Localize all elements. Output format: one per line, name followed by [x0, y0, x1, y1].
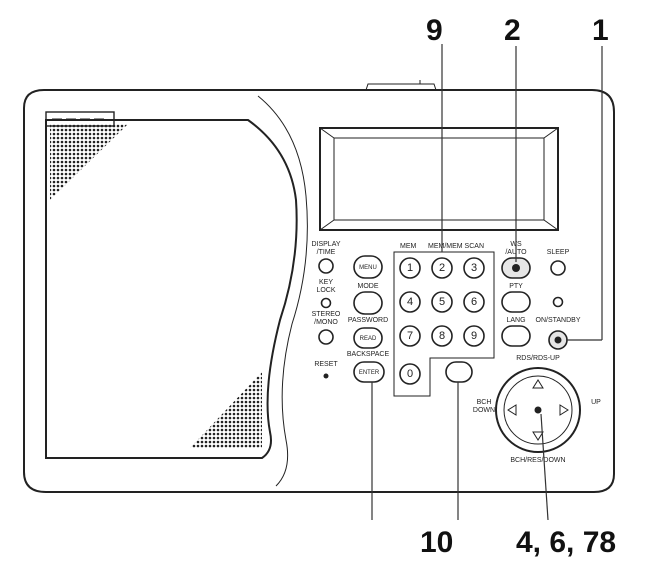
display-time-button[interactable] [318, 258, 334, 274]
callout-10: 10 [420, 526, 453, 559]
label-mode: MODE [358, 283, 379, 290]
menu-button-label: MENU [359, 265, 377, 271]
label-password: PASSWORD [348, 317, 388, 324]
speaker-grille-bottom [190, 372, 262, 448]
label-key: KEY [319, 279, 333, 286]
lang-button[interactable] [501, 325, 531, 347]
key-5-label: 5 [439, 296, 445, 308]
key-6[interactable] [463, 291, 485, 313]
enter-button-label: ENTER [359, 370, 380, 376]
on-standby-dot [554, 336, 562, 344]
dial-center-dot[interactable] [534, 406, 542, 414]
key-2-label: 2 [439, 262, 445, 274]
key-3[interactable] [463, 257, 485, 279]
label-dial-bottom: BCH/RES/DOWN [510, 457, 565, 464]
label-mem-scan: MEM/MEM SCAN [428, 243, 484, 250]
dial-left-arrow-icon[interactable] [507, 404, 517, 416]
dial-down-arrow-icon[interactable] [532, 431, 544, 441]
enter-button[interactable] [353, 361, 385, 383]
key-1[interactable] [399, 257, 421, 279]
callout-1: 1 [592, 14, 609, 47]
dial-up-arrow-icon[interactable] [532, 379, 544, 389]
stereo-mono-button[interactable] [318, 329, 334, 345]
label-pty: PTY [509, 283, 523, 290]
key-9-label: 9 [471, 330, 477, 342]
lcd-display [319, 127, 559, 231]
dial-right-arrow-icon[interactable] [559, 404, 569, 416]
reset-hole[interactable] [323, 373, 329, 379]
sleep-button[interactable] [550, 260, 566, 276]
key-4-label: 4 [407, 296, 413, 308]
key-7-label: 7 [407, 330, 413, 342]
label-time: /TIME [317, 249, 336, 256]
label-display: DISPLAY [311, 241, 340, 248]
read-button-label: READ [360, 336, 377, 342]
label-sleep: SLEEP [547, 249, 570, 256]
key-0[interactable] [399, 363, 421, 385]
ws-auto-indicator [512, 264, 520, 272]
label-down: DOWN [473, 407, 495, 414]
radio-body [23, 80, 615, 493]
label-lang: LANG [506, 317, 525, 324]
label-mem: MEM [400, 243, 417, 250]
numeric-keypad: 1 2 3 4 5 6 7 8 9 0 [399, 257, 485, 385]
label-rds: RDS/RDS-UP [516, 355, 560, 362]
speaker-grille-top [50, 124, 128, 200]
callout-4-6-78: 4, 6, 78 [516, 526, 616, 559]
label-stereo: STEREO [312, 311, 341, 318]
label-on-standby: ON/STANDBY [536, 317, 581, 324]
label-lock: LOCK [316, 287, 335, 294]
tuning-dial[interactable] [495, 367, 581, 453]
key-8-label: 8 [439, 330, 445, 342]
key-5[interactable] [431, 291, 453, 313]
key-7[interactable] [399, 325, 421, 347]
key-0-label: 0 [407, 368, 413, 380]
standby-indicator [552, 296, 564, 308]
label-reset: RESET [314, 361, 338, 368]
key-4[interactable] [399, 291, 421, 313]
key-6-label: 6 [471, 296, 477, 308]
key-1-label: 1 [407, 262, 413, 274]
key-2[interactable] [431, 257, 453, 279]
callout-leaders [371, 44, 603, 521]
menu-button[interactable] [353, 255, 383, 279]
label-mono: /MONO [314, 319, 338, 326]
key-9[interactable] [463, 325, 485, 347]
read-button[interactable] [353, 327, 383, 349]
label-bch: BCH [477, 399, 492, 406]
label-up: UP [591, 399, 601, 406]
brand-plate [45, 111, 115, 127]
key-8[interactable] [431, 325, 453, 347]
callout-9: 9 [426, 14, 443, 47]
pty-button[interactable] [501, 291, 531, 313]
callout-2: 2 [504, 14, 521, 47]
keypad-frame [393, 251, 495, 397]
mode-button[interactable] [353, 291, 383, 315]
oval-button[interactable] [445, 361, 473, 383]
label-backspace: BACKSPACE [347, 351, 390, 358]
key-lock-switch[interactable] [320, 297, 332, 309]
key-3-label: 3 [471, 262, 477, 274]
